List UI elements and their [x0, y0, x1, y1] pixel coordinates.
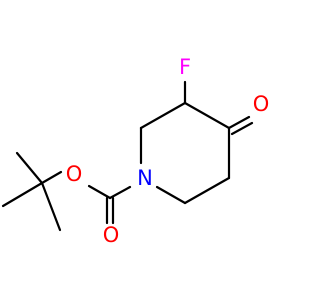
bond-c5-c6 — [183, 176, 231, 205]
bond-tbu-methyl-left — [1, 181, 44, 208]
bond-c3-c4 — [183, 101, 231, 130]
bond-c6-n — [155, 185, 187, 205]
chemical-structure-diagram: F O N O O — [1, 55, 270, 247]
bond-c4-o-ketone-1 — [227, 115, 251, 130]
ester-oxygen-atom-label: O — [66, 162, 83, 186]
ring-nitrogen-atom-label: N — [137, 166, 153, 190]
bond-ester-oxygen-tbu — [40, 170, 63, 185]
bond-c4-o-ketone-2 — [230, 121, 254, 136]
fluorine-atom-label: F — [179, 55, 191, 79]
ketone-oxygen-atom-label: O — [253, 92, 270, 116]
atom-labels: F O N O O — [66, 55, 270, 247]
bond-tbu-methyl-bottom — [40, 181, 62, 232]
bond-n-carbamate — [108, 185, 132, 200]
bond-carbamate-ester-oxygen — [87, 184, 112, 200]
bond-tbu-methyl-top — [15, 151, 44, 185]
carbonyl-oxygen-atom-label: O — [103, 223, 120, 247]
bond-lines — [1, 80, 254, 232]
bond-c2-c3 — [139, 101, 187, 130]
